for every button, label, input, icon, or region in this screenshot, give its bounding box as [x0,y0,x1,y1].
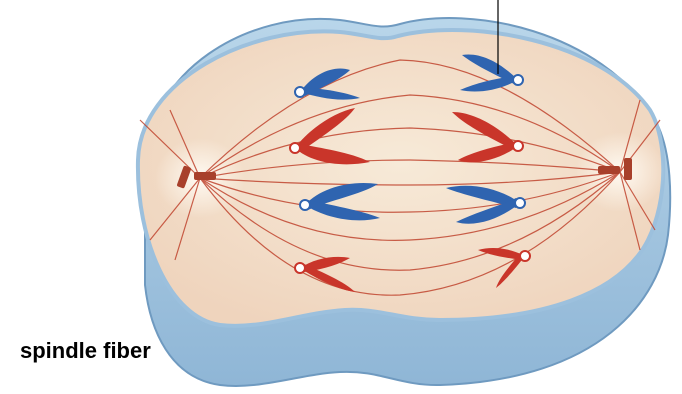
spindle-fiber-label: spindle fiber [20,338,151,364]
